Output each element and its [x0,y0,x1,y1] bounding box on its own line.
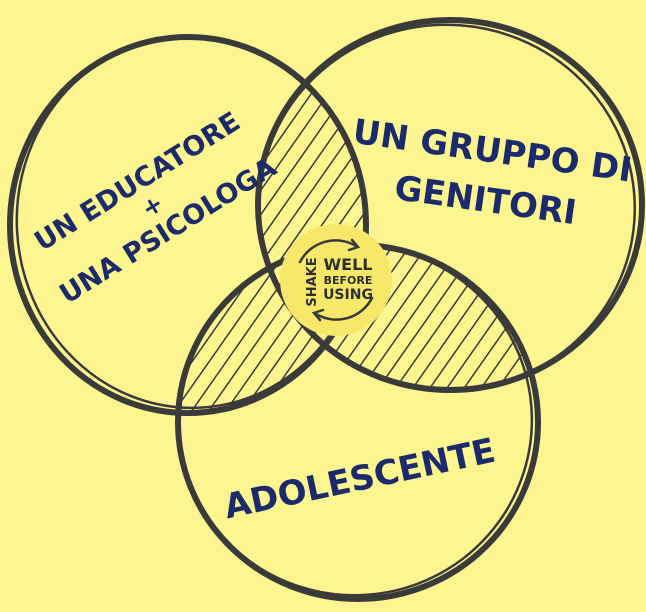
circle-left [7,34,369,416]
label-right-line-1: UN GRUPPO DI [350,112,634,191]
badge-vertical-word: SHAKE [305,257,320,306]
badge-line-3: USING [323,287,373,303]
shake-well-badge: SHAKE WELL BEFORE USING [280,224,392,336]
circle-right [255,17,645,393]
label-bottom: ADOLESCENTE [221,431,499,527]
label-left: UN EDUCATORE + UNA PSICOLOGA [29,106,282,310]
label-bottom-line-1: ADOLESCENTE [221,431,499,527]
refresh-arrows-icon [298,238,374,322]
badge-line-1: WELL [324,255,373,274]
badge-line-2: BEFORE [324,274,373,287]
label-right: UN GRUPPO DI GENITORI [350,112,634,233]
